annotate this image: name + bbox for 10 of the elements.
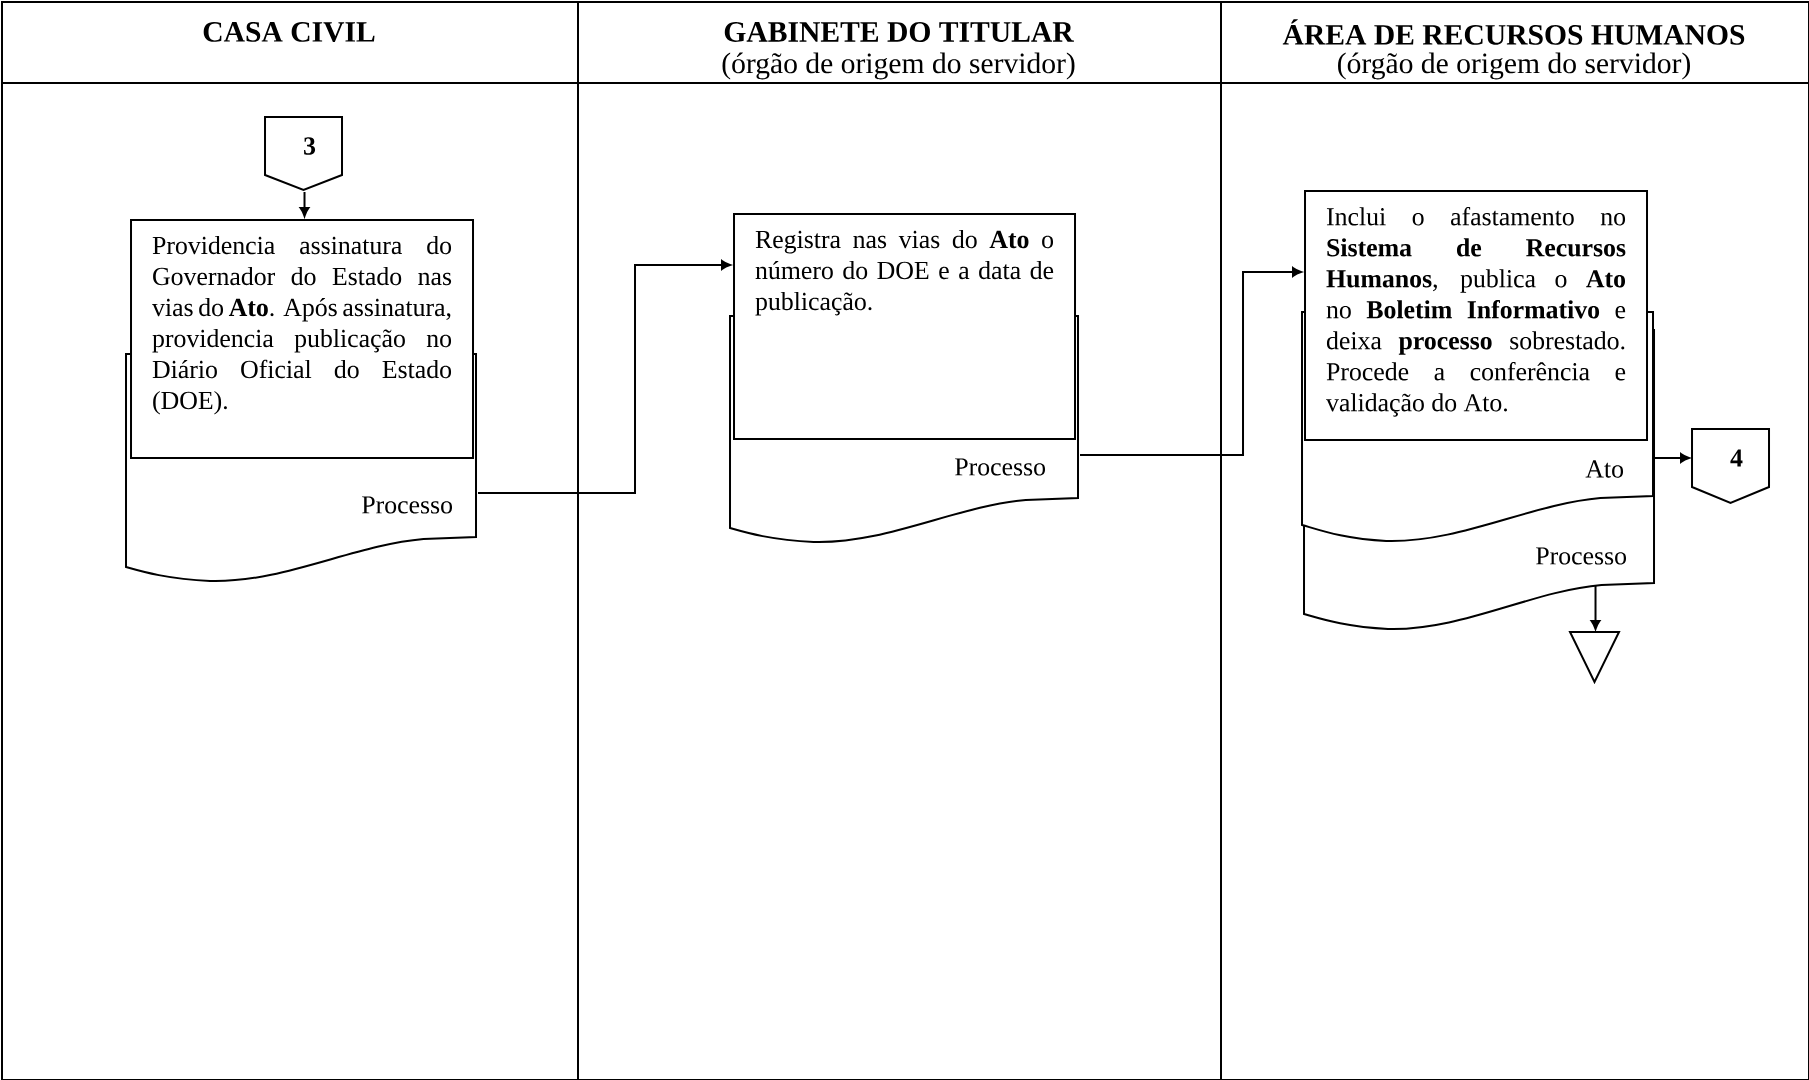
off-page-connector: 4: [1691, 428, 1770, 505]
process-box: Inclui o afastamento no Sistema de Recursos Humanos, publica o Ato no Boletim Informativo e deixa processo sobrestado. Procede a conferência e validação do Ato.: [1304, 190, 1648, 441]
arrow: [1590, 584, 1601, 630]
arrow: [1654, 453, 1690, 463]
arrow: [299, 191, 310, 217]
process-box: Registra nas vias do Ato o número do DOE e a data de publicação.: [733, 213, 1076, 440]
process-box: Providencia assinatura do Governador do Estado nas vias do Ato. Após assinatura, providencia publicação no Diário Oficial do Estado (DOE).: [130, 219, 474, 459]
arrow: [477, 260, 731, 494]
arrow: [1079, 267, 1302, 456]
off-page-connector: 3: [264, 116, 343, 192]
